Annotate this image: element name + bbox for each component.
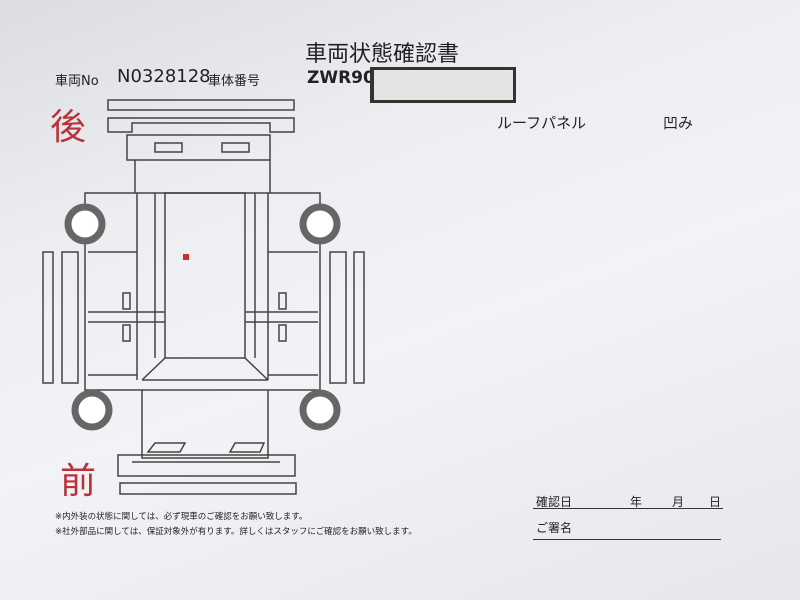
side-sill-left (42, 251, 54, 384)
vehicle-no: N0328128 (117, 66, 211, 87)
year-label: 年 (630, 495, 643, 509)
damage-type: 凹み (663, 114, 694, 132)
wheel-icon (299, 203, 341, 245)
hood (141, 390, 269, 459)
damage-marker (183, 254, 189, 260)
confirm-date-label: 確認日 (536, 495, 573, 509)
chassis-label: 車体番号 (208, 74, 261, 89)
pillars (136, 193, 269, 381)
door-handle (278, 324, 287, 342)
side-step-left (61, 251, 79, 384)
rear-panel (126, 134, 271, 161)
date-line (533, 508, 723, 509)
door-handle (278, 292, 287, 310)
redaction-sticker (370, 67, 516, 103)
vehicle-no-label: 車両No (55, 74, 99, 89)
front-bumper (117, 454, 296, 477)
front-bar (119, 482, 297, 495)
day-label: 日 (709, 495, 722, 509)
month-label: 月 (672, 495, 685, 509)
rear-lamp-right (221, 142, 250, 153)
signature-label: ご署名 (536, 521, 573, 535)
headlamps (146, 442, 266, 453)
roof-panel (164, 192, 246, 359)
door-handle (122, 292, 131, 310)
rear-bumper (107, 117, 295, 133)
door-handle (122, 324, 131, 342)
side-sill-right (353, 251, 365, 384)
note-2: ※社外部品に関しては、保証対象外が有ります。詳しくはスタッフにご確認をお願い致し… (55, 527, 417, 537)
rear-lamp-left (154, 142, 183, 153)
body-outline (84, 160, 321, 391)
note-1: ※内外装の状態に関しては、必ず現車のご確認をお願い致します。 (55, 512, 308, 522)
signature-line[interactable] (533, 539, 721, 540)
rear-label: 後 (50, 107, 87, 148)
front-label: 前 (60, 461, 97, 502)
wheel-icon (71, 389, 113, 431)
wheel-icon (299, 389, 341, 431)
wheel-icon (64, 203, 106, 245)
rear-bar-top (107, 99, 295, 111)
doors (88, 251, 318, 376)
side-step-right (329, 251, 347, 384)
damage-part: ルーフパネル (497, 114, 587, 132)
document-title: 車両状態確認書 (305, 42, 460, 67)
chassis-number: ZWR90 (307, 68, 375, 88)
